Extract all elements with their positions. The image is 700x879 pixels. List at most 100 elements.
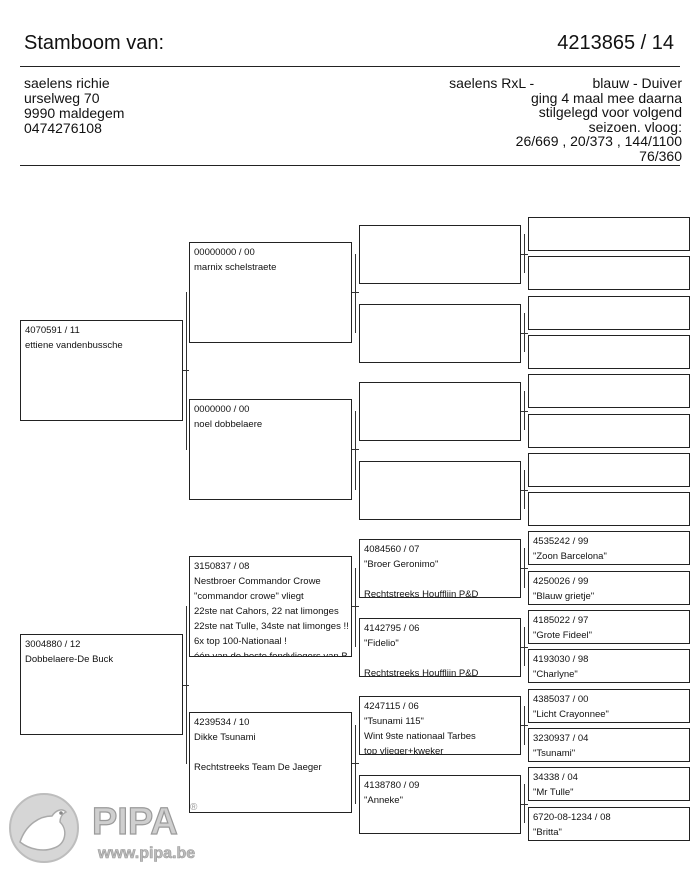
pedigree-line: 22ste nat Tulle, 34ste nat limonges !!	[194, 621, 349, 632]
great-great-grandparent-box	[528, 217, 690, 251]
pedigree-line: 3230937 / 04	[533, 732, 589, 744]
connector-tick	[521, 411, 528, 412]
divider-bottom	[20, 165, 680, 166]
pedigree-line: Dobbelaere-De Buck	[25, 654, 114, 665]
owner-phone: 0474276108	[24, 120, 102, 136]
pedigree-line: 4084560 / 07	[364, 544, 420, 555]
pedigree-line: 4193030 / 98	[533, 654, 589, 666]
logo-registered: ®	[190, 802, 198, 813]
ring-number: 4213865 / 14	[557, 32, 674, 54]
great-great-grandparent-box: 4385037 / 00 "Licht Crayonnee"	[528, 688, 690, 723]
great-great-grandparent-box	[528, 334, 690, 369]
pedigree-line: één van de beste fondvliegers van B	[194, 651, 348, 657]
connector-tick	[521, 725, 528, 726]
pedigree-line	[194, 745, 347, 760]
pedigree-line: "Tsunami"	[533, 747, 576, 759]
divider-top	[20, 66, 680, 67]
pedigree-line: 00000000 / 00	[194, 247, 255, 258]
pedigree-line: "commandor crowe" vliegt	[194, 591, 304, 602]
owner-block: saelens richie urselweg 70 9990 maldegem…	[24, 76, 124, 136]
mother-box: 3004880 / 12 Dobbelaere-De Buck	[20, 634, 183, 735]
connector-tick	[521, 803, 528, 805]
great-great-grandparent-box	[528, 374, 690, 409]
great-great-grandparent-box: 4193030 / 98 "Charlyne"	[528, 649, 690, 684]
connector-tick	[521, 489, 528, 491]
pedigree-line: 4138780 / 09	[364, 779, 420, 791]
pedigree-line: Rechtstreeks Houfflijn P&D	[364, 589, 479, 598]
connector-tick	[521, 254, 528, 255]
great-great-grandparent-box: 4250026 / 99 "Blauw grietje"	[528, 570, 690, 605]
pedigree-line: "Zoon Barcelona"	[533, 551, 607, 563]
great-great-grandparent-box: 6720-08-1234 / 08 "Britta"	[528, 806, 690, 841]
pedigree-line: top vlieger+kweker	[364, 746, 444, 755]
pedigree-line: noel dobbelaere	[194, 419, 263, 430]
great-great-grandparent-box: 4185022 / 97"Grote Fideel"	[528, 610, 690, 644]
great-grandparent-box: 4247115 / 06 "Tsunami 115" Wint 9ste natio…	[359, 696, 521, 755]
connector-tick	[521, 332, 528, 334]
great-great-grandparent-box	[528, 492, 690, 527]
pedigree-line: 3150837 / 08	[194, 561, 250, 572]
pedigree-line: "Britta"	[533, 826, 562, 838]
pedigree-line: 6720-08-1234 / 08	[533, 811, 611, 823]
great-great-grandparent-box	[528, 452, 690, 487]
connector-line	[355, 254, 356, 333]
pedigree-line: "Anneke"	[364, 794, 403, 806]
great-grandparent-box	[359, 460, 521, 520]
pedigree-line: "Fidelio"	[364, 637, 399, 649]
pedigree-line: Nestbroer Commandor Crowe	[194, 576, 321, 587]
connector-line	[524, 234, 525, 274]
pedigree-line: marnix schelstraete	[194, 262, 277, 273]
pedigree-line: 4247115 / 06	[364, 701, 419, 712]
description-line: 76/360	[639, 147, 682, 164]
pedigree-line: Dikke Tsunami	[194, 732, 256, 743]
logo-url: www.pipa.be	[97, 845, 195, 862]
connector-tick	[521, 568, 528, 569]
pigeon-logo-icon: PIPA ® www.pipa.be	[9, 793, 198, 863]
pedigree-line: 4535242 / 99	[533, 536, 589, 548]
grandparent-box-mf: 3150837 / 08 Nestbroer Commandor Crowe "co…	[189, 556, 352, 657]
description-line: stilgelegd voor volgend	[538, 104, 682, 120]
pedigree-line: 0000000 / 00	[194, 404, 250, 415]
pedigree-line	[364, 572, 516, 587]
pedigree-line: "Broer Geronimo"	[364, 559, 439, 570]
great-great-grandparent-box	[528, 413, 690, 448]
connector-tick	[352, 763, 359, 764]
pedigree-line: 6x top 100-Nationaal !	[194, 636, 287, 647]
pedigree-line: "Licht Crayonnee"	[533, 708, 609, 720]
description-line: seizoen. vloog:	[588, 118, 682, 135]
connector-line	[524, 391, 525, 431]
pedigree-line: "Charlyne"	[533, 669, 578, 681]
pedigree-line: 4185022 / 97	[533, 615, 589, 626]
pedigree-line: "Blauw grietje"	[533, 590, 595, 602]
description-line: saelens RxL - blauw - Duiver	[449, 75, 682, 91]
pedigree-line	[364, 651, 516, 666]
pedigree-line: 22ste nat Cahors, 22 nat limonges	[194, 606, 339, 617]
connector-line	[524, 312, 525, 352]
great-great-grandparent-box	[528, 295, 690, 330]
great-grandparent-box	[359, 225, 521, 284]
connector-line	[355, 568, 356, 647]
great-grandparent-box: 4138780 / 09 "Anneke"	[359, 774, 521, 834]
connector-tick	[521, 646, 528, 648]
connector-tick	[352, 449, 359, 450]
pedigree-line: "Tsunami 115"	[364, 716, 424, 727]
description-line: 26/669 , 20/373 , 144/1100	[515, 133, 682, 149]
great-great-grandparent-box: 3230937 / 04 "Tsunami"	[528, 727, 690, 762]
connector-tick	[183, 370, 189, 371]
connector-line	[186, 292, 187, 450]
pedigree-line: 4070591 / 11	[25, 325, 80, 336]
connector-tick	[352, 606, 359, 607]
great-grandparent-box	[359, 303, 521, 363]
pedigree-line: 4250026 / 99	[533, 575, 589, 587]
pedigree-line: 4239534 / 10	[194, 717, 250, 728]
page-title: Stamboom van:	[24, 32, 165, 54]
pedigree-line: Wint 9ste nationaal Tarbes	[364, 731, 476, 742]
pedigree-line: 3004880 / 12	[25, 639, 81, 650]
grandparent-box-ff: 00000000 / 00 marnix schelstraete	[189, 242, 352, 343]
owner-name: saelens richie	[24, 75, 110, 91]
pedigree-line: 4385037 / 00	[533, 693, 589, 705]
great-great-grandparent-box: 34338 / 04"Mr Tulle"	[528, 767, 690, 802]
pedigree-line: 4142795 / 06	[364, 622, 420, 634]
